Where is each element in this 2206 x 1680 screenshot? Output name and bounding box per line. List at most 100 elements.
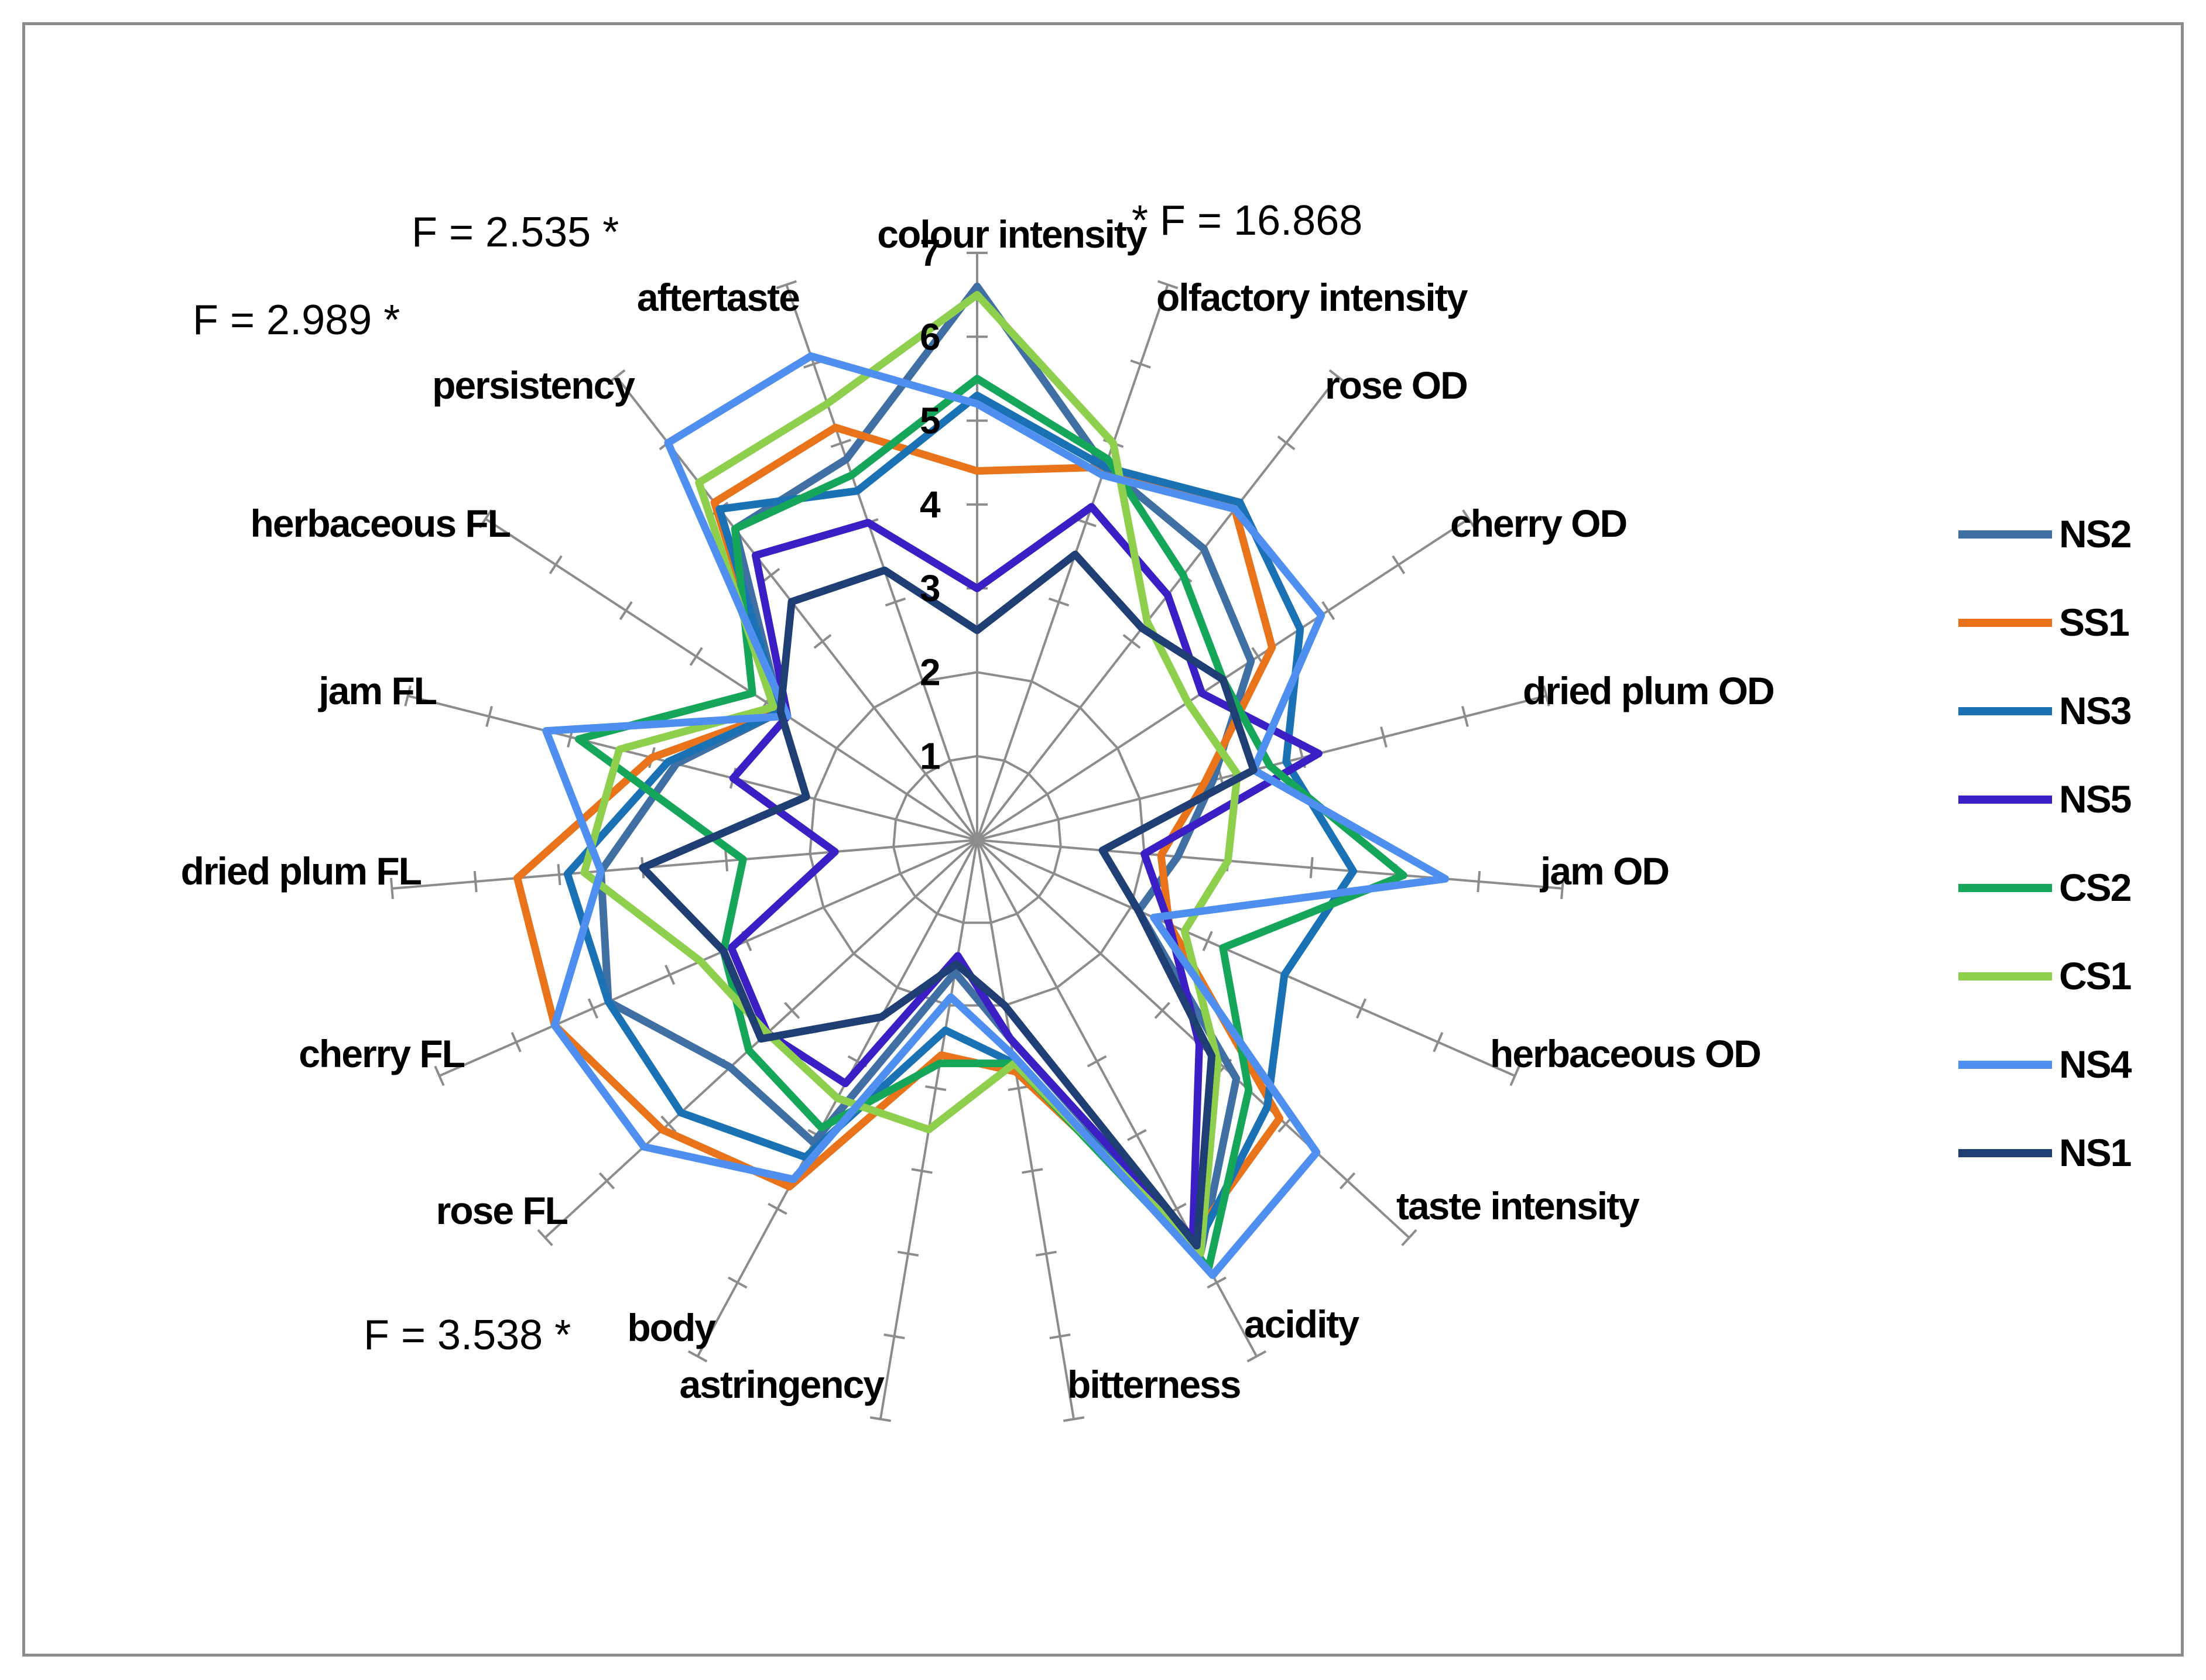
category-label-body: body [627,1306,716,1349]
axis-tick-mark [869,1416,891,1422]
legend-label-ns3: NS3 [2059,689,2131,732]
axis-tick-mark [1509,1065,1520,1086]
axis-tick-mark [1008,1085,1029,1091]
category-label-herbaceous-fl: herbaceous FL [251,502,511,545]
category-label-cherry-fl: cherry FL [299,1032,464,1075]
axis-tick-mark [1461,706,1469,727]
axis-tick-mark [724,850,729,872]
legend-label-ns4: NS4 [2059,1043,2132,1086]
axis-tick-mark [813,634,832,649]
category-label-astringency: astringency [680,1363,885,1406]
axis-tick-mark [1048,597,1070,607]
axis-tick-mark [1049,1333,1071,1339]
axis-tick-mark [587,998,598,1019]
category-label-herbaceous-od: herbaceous OD [1490,1032,1760,1075]
tick-label-6: 6 [920,316,941,358]
axis-spoke-herbaceous-od [977,839,1516,1077]
category-label-persistency: persistency [432,364,635,407]
axis-tick-mark [1063,1416,1085,1422]
category-label-rose-od: rose OD [1325,364,1467,407]
category-label-bitterness: bitterness [1067,1363,1240,1406]
series-line-cs1 [580,291,1241,1257]
grid [809,671,1146,1007]
axis-tick-mark [1321,601,1335,620]
axis-tick-mark [1277,435,1296,451]
category-label-aftertaste: aftertaste [637,276,799,319]
axis-tick-mark [925,1085,947,1091]
tick-label-2: 2 [920,651,941,693]
category-label-cherry-od: cherry OD [1450,502,1626,545]
axis-tick-mark [1356,998,1367,1019]
axis-spoke-rose-od [976,376,1339,841]
axis-tick-mark [1127,1129,1147,1141]
axis-spoke-bitterness [976,839,1075,1420]
axis-tick-mark [404,685,412,707]
axis-tick-mark [1477,870,1481,893]
legend-label-ns5: NS5 [2059,777,2131,821]
axis-tick-mark [619,601,633,620]
axis-tick-mark [883,1333,905,1339]
axis-tick-mark [728,1276,748,1289]
series-line-ns1 [639,550,1258,1250]
axis-tick-mark [1202,931,1213,951]
series-lines [513,282,1450,1279]
axis-tick-mark [389,877,394,899]
category-label-dried-plum-od: dried plum OD [1523,669,1774,712]
axis-tick-mark [478,509,492,529]
axis-tick-mark [885,597,906,607]
category-label-acidity: acidity [1244,1302,1359,1346]
legend-label-ns1: NS1 [2059,1131,2131,1174]
category-label-jam-od: jam OD [1539,849,1669,893]
axis-tick-mark [549,555,563,574]
axis-tick-mark [1401,1229,1417,1246]
axis-tick-mark [473,870,478,893]
axis-tick-mark [1022,1168,1043,1174]
axis-tick-mark [664,964,676,985]
category-label-colour-intensity: colour intensity [877,212,1147,256]
axis-tick-mark [1246,1350,1267,1363]
axis-spoke-taste-intensity [976,839,1410,1239]
axis-spoke-dried-plum-od [977,694,1547,841]
grid-ring-1 [892,755,1062,924]
legend-label-ns2: NS2 [2059,512,2131,556]
tick-label-3: 3 [920,567,941,609]
axis-tick-mark [557,864,561,886]
axis-tick-mark [768,1202,787,1215]
annotation-colour-intensity: * F = 16.868 [1132,197,1362,244]
legend-label-cs2: CS2 [2059,866,2131,909]
axis-tick-mark [1122,634,1141,649]
axis-tick-mark [1154,1002,1170,1019]
axis-tick-mark [784,1002,800,1019]
annotation-body: F = 3.538 * [364,1312,571,1359]
category-label-dried-plum-fl: dried plum FL [181,849,422,893]
axis-tick-mark [1207,1276,1227,1289]
legend-label-ss1: SS1 [2059,601,2129,644]
tick-label-7: 7 [920,232,941,274]
axis-tick-mark [1328,369,1347,385]
axis-spoke-jam-fl [407,694,978,841]
axis-tick-mark [1035,1250,1057,1257]
series-line-ns4 [542,352,1450,1279]
legend-label-cs1: CS1 [2059,954,2131,997]
axis-tick-mark [687,1350,708,1363]
category-label-taste-intensity: taste intensity [1396,1184,1640,1228]
axis-tick-mark [1542,685,1550,707]
axis-spoke-aftertaste [785,284,978,841]
axis-tick-mark [607,369,626,385]
axis-spoke-dried-plum-fl [392,839,978,890]
axis-spoke-cherry-fl [439,839,978,1077]
axis-tick-mark [1309,857,1314,879]
axis-tick-mark [537,1229,553,1246]
axis-tick-mark [911,1168,933,1174]
axis-tick-mark [830,438,852,448]
tick-label-4: 4 [920,484,941,526]
tick-label-1: 1 [920,735,941,777]
axis-spoke-olfactory-intensity [976,284,1169,841]
category-label-rose-fl: rose FL [436,1189,568,1232]
axis-tick-mark [776,280,797,290]
